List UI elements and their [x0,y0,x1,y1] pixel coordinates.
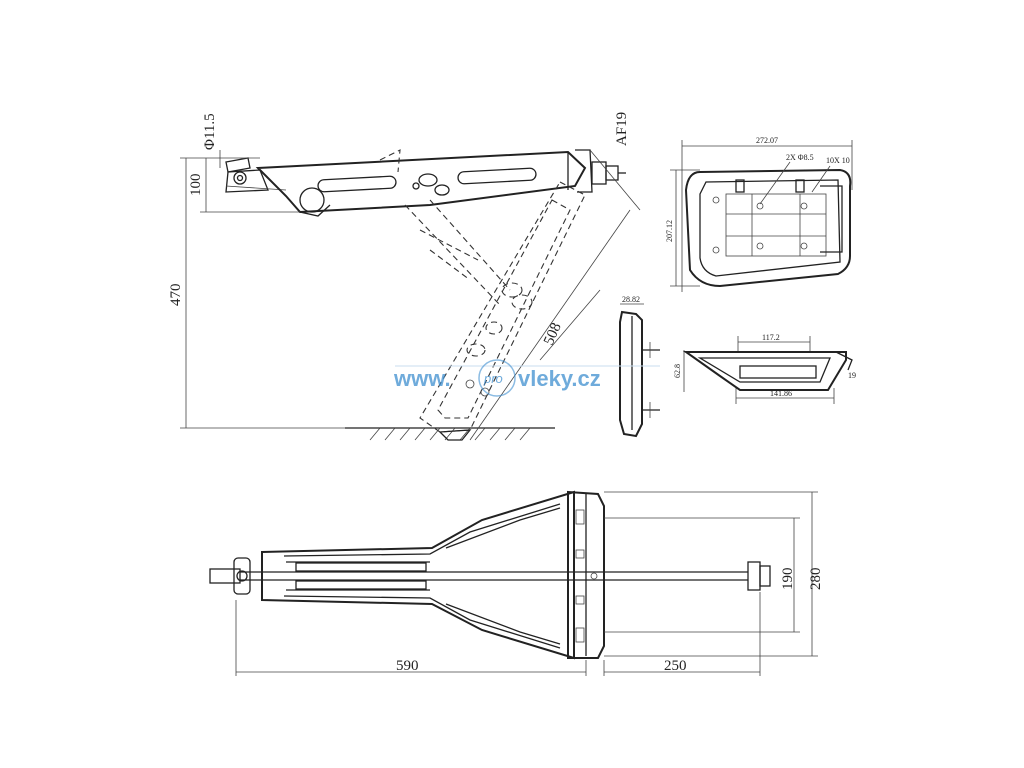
dim-bolt-diameter: Φ11.5 [202,113,218,150]
watermark: www. pro vleky.cz [393,359,660,397]
dim-section-edge: 19 [848,371,856,380]
dim-nut-size: AF19 [614,112,630,146]
dim-foot-width: 272.07 [756,136,778,145]
dim-head-height: 100 [188,174,204,197]
foot-top-view: 272.07 207.12 2X Φ8.5 10X 10 [665,136,853,292]
dim-leg-length: 508 [541,321,565,348]
dim-foot-depth: 207.12 [665,220,674,242]
foot-section-view: 117.2 141.86 62.8 19 [673,333,856,404]
watermark-prefix: www. [393,366,451,391]
spindle-nut [591,161,626,185]
mounting-bracket [225,157,287,193]
leg-retracted-dashed [379,149,511,306]
dim-plan-length: 590 [396,658,419,674]
ground-line [345,427,555,441]
dim-total-height: 470 [168,284,184,307]
foot-side-view: 28.82 [619,295,660,438]
dim-plan-spindle: 250 [664,658,687,674]
dim-foot-slots: 10X 10 [826,156,850,165]
watermark-middle: pro [483,371,503,386]
dim-plan-inner-width: 190 [780,568,796,591]
plan-view: 590 250 190 280 [209,490,824,676]
dim-section-inner-bottom: 141.86 [770,389,792,398]
leg-extended [419,181,586,441]
dim-plan-outer-width: 280 [808,568,824,591]
side-view: Φ11.5 100 470 508 AF19 [168,112,641,441]
main-arm [255,149,593,217]
side-dimensions [180,149,641,441]
dim-foot-thickness: 28.82 [622,295,640,304]
dim-foot-holes: 2X Φ8.5 [786,153,814,162]
dim-section-inner-top: 117.2 [762,333,780,342]
watermark-suffix: vleky.cz [518,366,601,391]
dim-section-height: 62.8 [673,364,682,378]
